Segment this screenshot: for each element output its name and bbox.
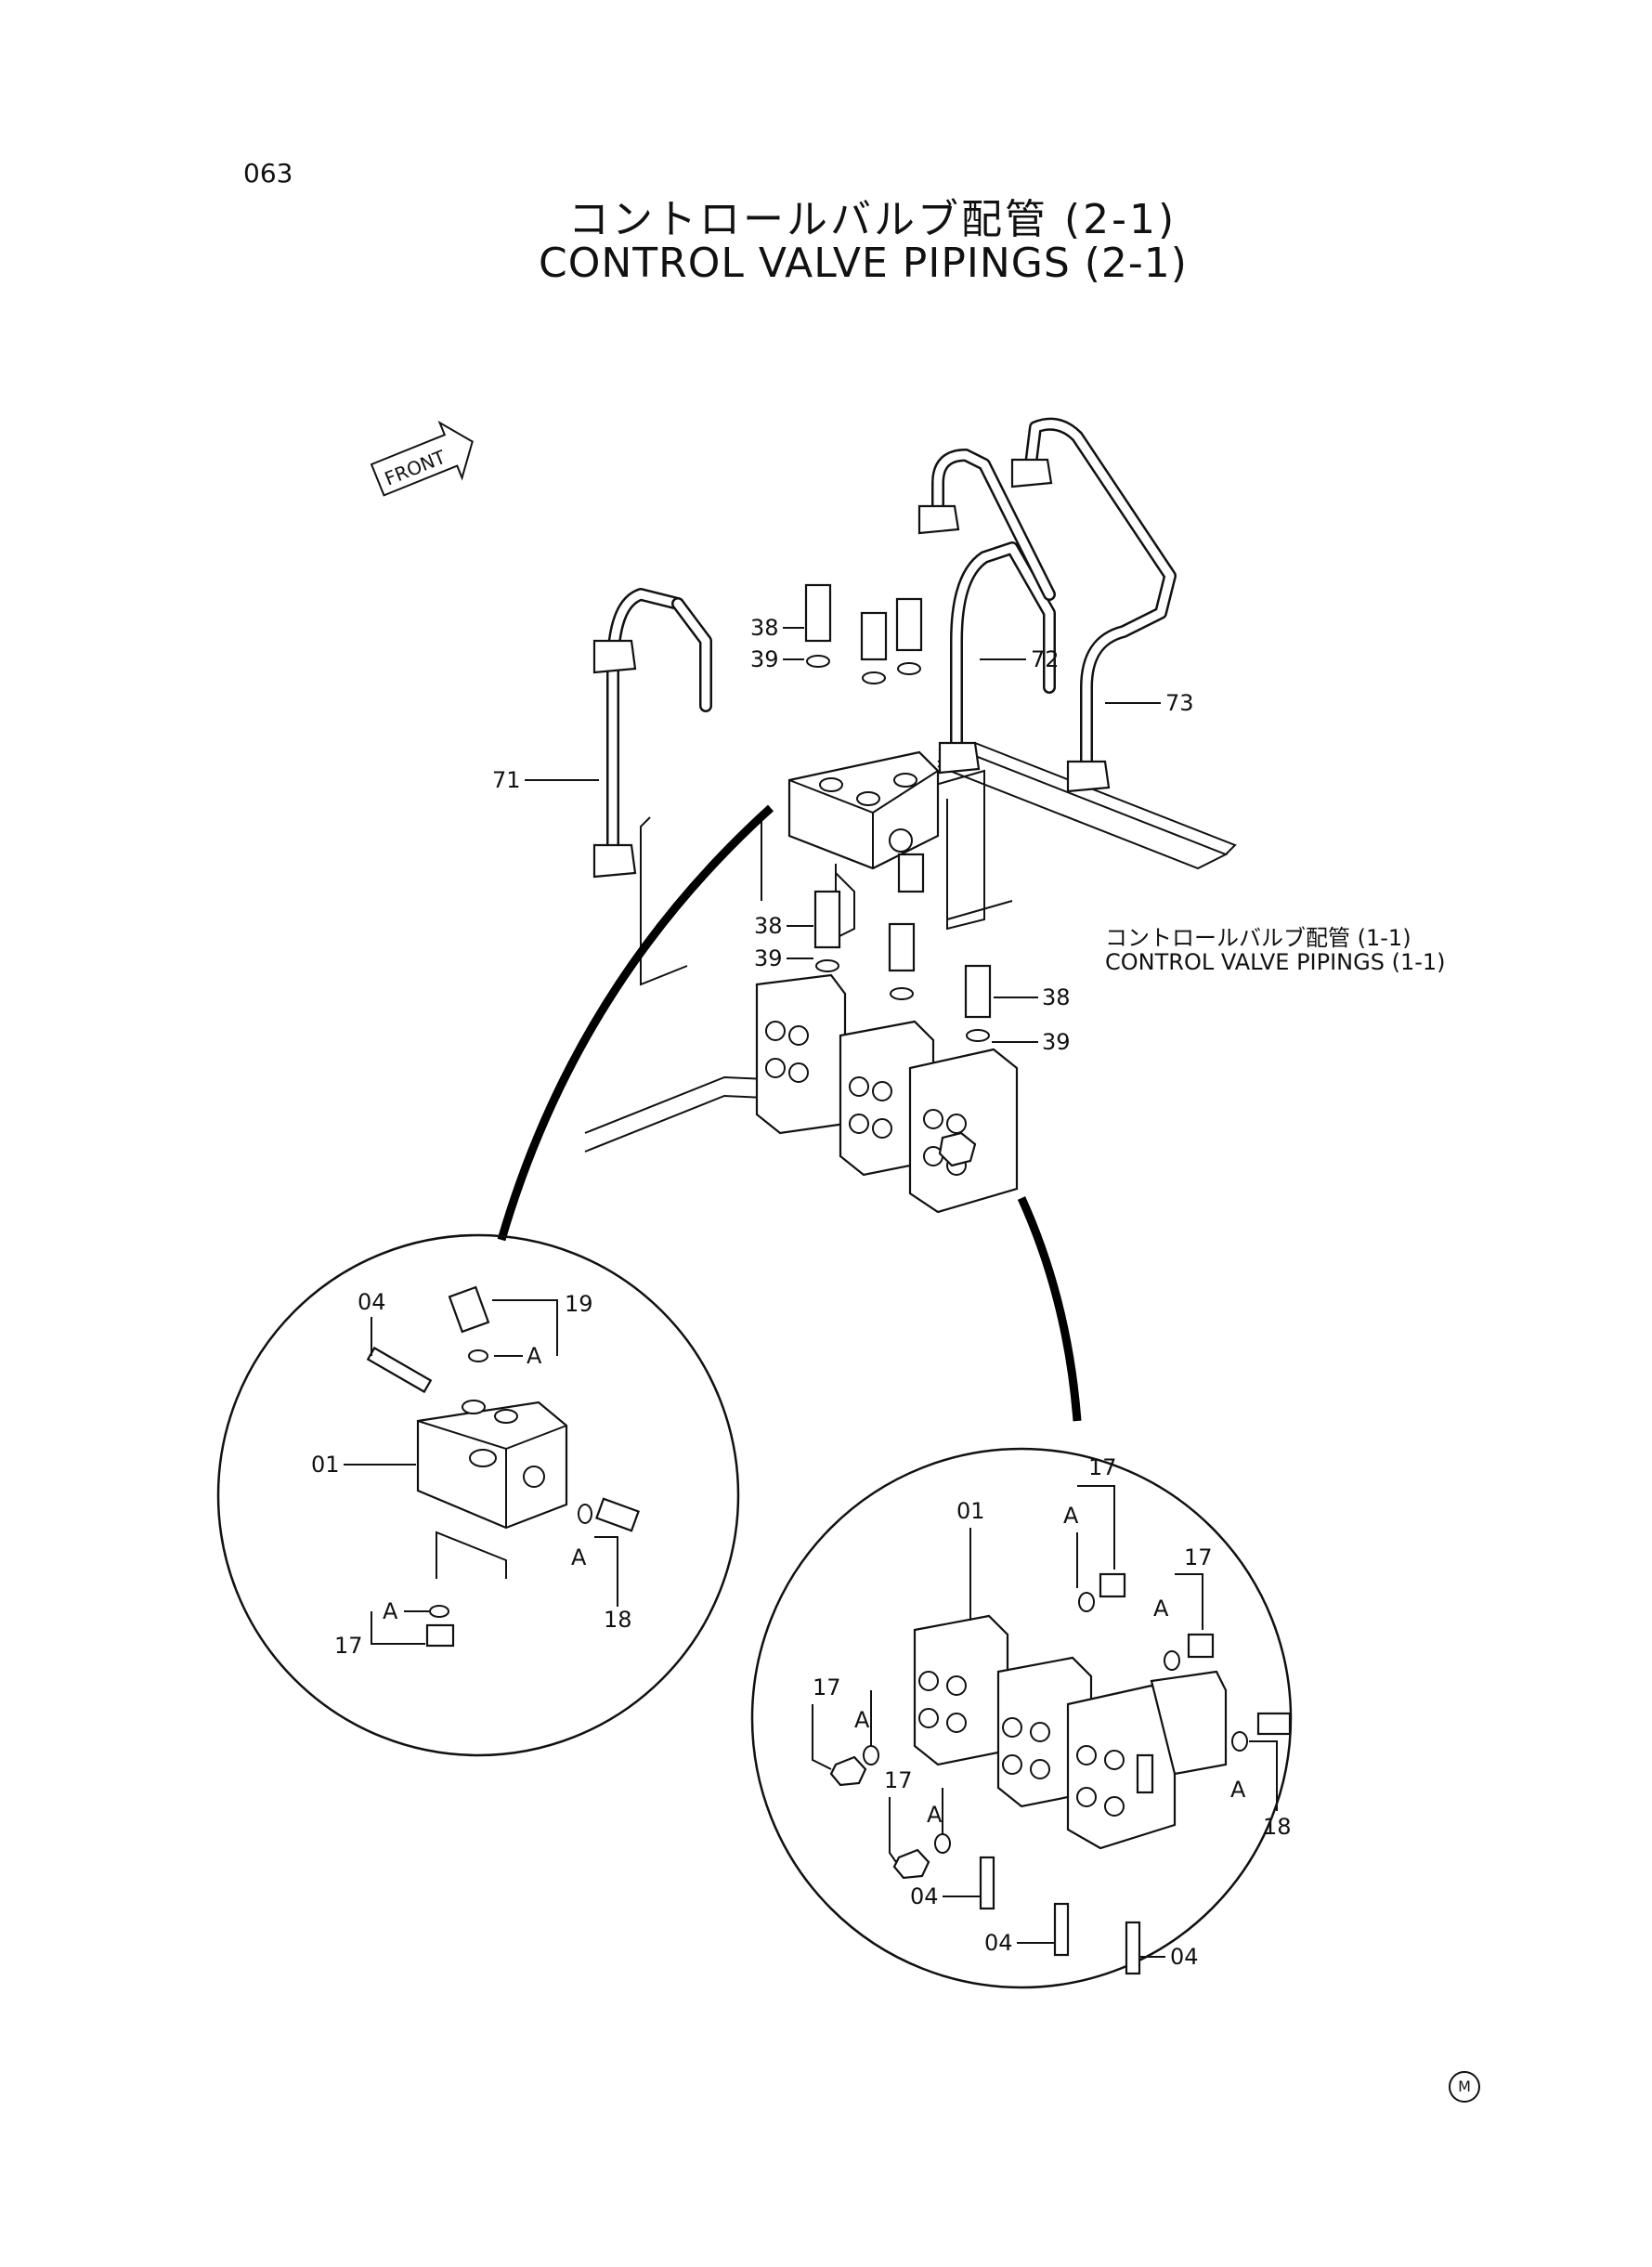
title-english: CONTROL VALVE PIPINGS (2-1)	[539, 240, 1188, 287]
label-a-right-mid: A	[1153, 1596, 1169, 1622]
detail-circle-right	[750, 1447, 1293, 1989]
control-valve-stack	[755, 973, 1019, 1214]
right-detail-labels: 01 17 A 17 A 17 A 17 A A 18 04 04 04	[812, 1454, 1292, 1970]
pipe-73	[1010, 417, 1177, 793]
label-38-right: 38	[1042, 984, 1071, 1010]
label-01-right: 01	[956, 1498, 985, 1524]
label-17-right-left1: 17	[813, 1674, 841, 1700]
label-17-right-top: 17	[1088, 1454, 1117, 1480]
pipe-72	[917, 449, 1056, 775]
title-japanese: コントロールバルブ配管 (2-1)	[568, 196, 1177, 243]
label-04-left: 04	[358, 1289, 386, 1315]
pipe-71	[592, 588, 712, 879]
label-39-mid: 39	[754, 945, 783, 971]
detail-leader-left	[497, 804, 774, 1242]
label-04-right2: 04	[984, 1930, 1013, 1956]
label-01-left: 01	[311, 1452, 340, 1478]
detail-leader-right	[1017, 1196, 1082, 1422]
label-38-top: 38	[750, 615, 779, 641]
detail-circle-left	[216, 1233, 740, 1757]
label-73: 73	[1165, 690, 1194, 716]
label-04-right1: 04	[910, 1883, 939, 1909]
label-38-mid: 38	[754, 913, 783, 939]
m-mark-icon: M	[1449, 2071, 1480, 2103]
label-17-right-mid: 17	[1184, 1544, 1213, 1570]
reference-japanese: コントロールバルブ配管 (1-1)	[1105, 925, 1411, 951]
fitting-group	[804, 583, 992, 1042]
reference-english: CONTROL VALVE PIPINGS (1-1)	[1105, 949, 1446, 975]
label-39-top: 39	[750, 646, 779, 672]
upper-manifold-block	[787, 750, 940, 870]
label-a-left-top: A	[527, 1343, 542, 1369]
main-part-labels: 38 39 72 73 71 38 39 38 39	[492, 615, 1194, 1055]
label-a-right-left1: A	[854, 1707, 870, 1733]
label-a-right-left2: A	[927, 1802, 943, 1828]
label-17-left: 17	[334, 1633, 363, 1659]
left-detail-labels: 04 19 A 01 A 18 A 17	[311, 1289, 632, 1659]
front-arrow-icon: FRONT	[370, 420, 474, 497]
label-a-left-right: A	[571, 1544, 587, 1570]
label-04-right3: 04	[1170, 1944, 1199, 1970]
label-72: 72	[1031, 646, 1060, 672]
label-18-left: 18	[604, 1607, 632, 1633]
label-a-right-right: A	[1230, 1777, 1246, 1803]
label-19: 19	[565, 1291, 593, 1317]
label-71: 71	[492, 767, 521, 793]
page-number: 063	[243, 158, 293, 189]
label-17-right-left2: 17	[884, 1767, 913, 1793]
label-39-right: 39	[1042, 1029, 1071, 1055]
label-a-right-top: A	[1063, 1503, 1079, 1529]
label-18-right: 18	[1263, 1814, 1292, 1840]
label-a-left-bottom: A	[383, 1598, 398, 1624]
